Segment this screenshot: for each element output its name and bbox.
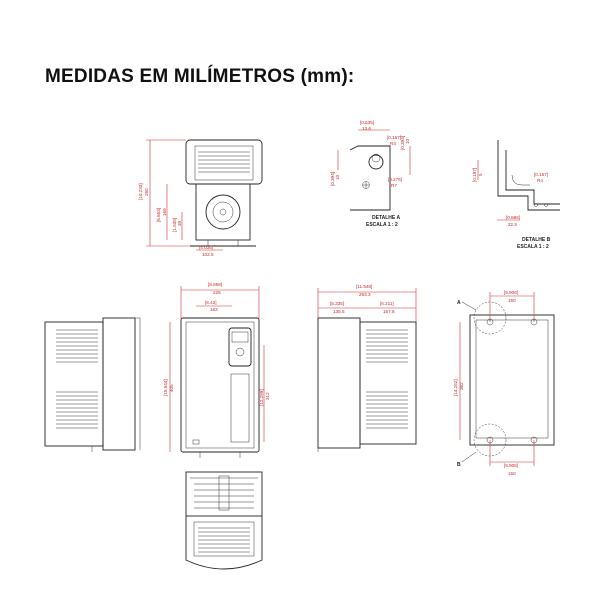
right-vent-lower [366,391,408,429]
display-screen [231,331,249,343]
dim-top-b-imperial: [6.653] [156,208,161,222]
back-dim-height-metric: 362 [459,382,464,390]
dim-top-c-imperial: [1.535] [172,218,177,232]
detail-a-dim-7: [0.276] [388,177,402,182]
detail-a-dim-2: 13.6 [362,126,371,131]
front-view: [8.858] 225 [6.43] 163 [15.944] 405 [12.… [163,282,270,458]
page-title: MEDIDAS EM MILÍMETROS (mm): [45,66,355,87]
side-dim-b-imperial: [6.211] [380,301,394,306]
top-view: [10.233] 260 [6.653] 169 [1.535] 39 [4.0… [138,139,263,257]
detail-b: [0.197] 5 [0.157] R4 [0.886] 22.5 DETALH… [472,140,560,250]
detail-b-dim-6: 22.5 [508,222,517,227]
left-vent-upper [56,329,98,363]
dim-top-d-metric: 102.5 [202,252,214,257]
detail-a-dim-10: 10 [335,174,340,180]
back-dim-top-metric: 150 [508,298,516,303]
keypad-panel [228,327,252,367]
back-dim-top-imperial: [5.906] [504,290,518,295]
detail-b-dim-4: R4 [537,178,543,183]
front-dim-height-metric: 405 [169,384,174,392]
top-vent-grille [198,151,250,173]
detail-a-dim-1: [0.535] [360,120,374,125]
side-dim-a-metric: 135.5 [333,309,345,314]
front-dim-inner-imperial: [12.289] [259,389,264,406]
right-side-view: [11.548] 293.3 [5.335] 135.5 [6.211] 157… [317,284,417,452]
front-dim-width-imperial: [8.858] [208,282,222,287]
detail-a-dim-5: [0.157] [387,135,401,140]
right-vent-upper [366,329,408,363]
detail-a-dim-6: R4 [390,141,396,146]
detail-b-dim-3: [0.157] [534,172,548,177]
dim-top-d-imperial: [4.035] [199,245,213,250]
dim-top-c-metric: 39 [177,220,182,226]
side-dim-depth-imperial: [11.548] [356,284,372,289]
detail-a-dim-4: 10 [405,138,410,144]
back-view: A B [5.906] 150 [14.252] 362 [5.906] 150 [453,290,555,476]
detail-a-scale: ESCALA 1 : 2 [366,222,398,228]
front-dim-center-metric: 163 [210,307,218,312]
dim-top-b-metric: 169 [162,208,167,216]
dim-top-a-metric: 260 [144,188,149,196]
detail-a-caption: DETALHE A [372,215,400,221]
detail-b-dim-5: [0.886] [506,215,520,220]
detail-a-dim-8: R7 [391,183,397,188]
keypad-button-icon [235,347,245,357]
side-dim-a-imperial: [5.335] [330,301,344,306]
fan-icon [205,194,241,230]
marker-b: B [457,462,461,468]
dim-top-a-imperial: [10.233] [138,183,143,200]
marker-a: A [457,300,461,306]
detail-a-dim-3: [0.394] [400,136,405,150]
detail-b-caption: DETALHE B [522,237,551,243]
detail-b-scale: ESCALA 1 : 2 [517,244,549,250]
left-side-view [44,317,141,452]
front-dim-width-metric: 225 [213,290,221,295]
front-dim-inner-metric: 312 [265,392,270,400]
detail-a-dim-9: [0.394] [330,172,335,186]
detail-b-dim-2: 5 [478,173,483,176]
front-dim-center-imperial: [6.43] [205,300,217,305]
bottom-vent-grille [198,527,250,553]
back-dim-bottom-imperial: [5.906] [504,463,518,468]
front-dim-height-imperial: [15.944] [163,379,168,396]
detail-a: [0.535] 13.6 [0.394] 10 [0.157] R4 [0.27… [330,120,411,228]
back-dim-bottom-metric: 150 [508,471,516,476]
side-dim-depth-metric: 293.3 [359,292,371,297]
bottom-view [185,471,263,570]
detail-b-dim-1: [0.197] [472,168,477,182]
side-dim-b-metric: 157.8 [383,309,395,314]
back-dim-height-imperial: [14.252] [453,379,458,396]
left-vent-lower [56,391,98,429]
